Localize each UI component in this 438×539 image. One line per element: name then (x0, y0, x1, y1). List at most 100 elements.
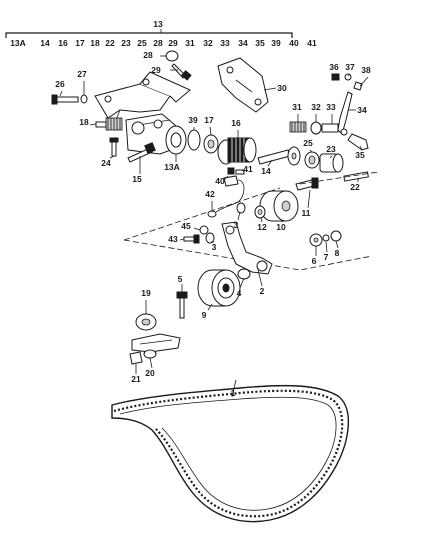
callout-18: 18 (79, 117, 89, 127)
bolt-35 (347, 133, 369, 151)
leader-24 (109, 155, 115, 159)
callout-1: 1 (231, 388, 236, 398)
header-ref-25: 25 (137, 38, 147, 48)
mount-bracket-assembly (51, 71, 191, 163)
callout-15: 15 (132, 174, 142, 184)
bolt-29-cap-28 (165, 50, 192, 81)
header-ref-39: 39 (271, 38, 281, 48)
roller-10 (259, 190, 299, 222)
cover-plate-30 (217, 57, 269, 113)
leader-12 (260, 217, 263, 223)
leader-11 (307, 189, 311, 209)
shaft-14 (257, 146, 301, 166)
callout-37: 37 (345, 62, 355, 72)
callout-4: 4 (237, 288, 242, 298)
callout-9: 9 (202, 310, 207, 320)
header-ref-33: 33 (220, 38, 230, 48)
header-ref-35: 35 (255, 38, 265, 48)
callout-3a: 3 (234, 220, 239, 230)
callout-26: 26 (55, 79, 65, 89)
leader-3a (237, 211, 241, 221)
leader-45 (193, 227, 201, 231)
callout-19: 19 (141, 288, 151, 298)
leader-25 (309, 149, 313, 153)
callout-11: 11 (302, 208, 311, 218)
spring-assembly-16 (217, 137, 257, 165)
header-ref-18: 18 (90, 38, 100, 48)
header-ref-13a: 13A (10, 38, 26, 48)
leader-7 (325, 241, 328, 253)
bolt-5 (176, 291, 188, 319)
leader-35 (359, 145, 363, 151)
callout-43: 43 (168, 234, 178, 244)
tensioner-pulley-group (165, 125, 219, 155)
header-ref-34: 34 (238, 38, 248, 48)
bolt-11 (295, 177, 319, 191)
sensor-assembly (207, 167, 245, 218)
leader-14 (267, 159, 273, 167)
callout-8: 8 (335, 248, 340, 258)
washers-6-7-8 (309, 230, 342, 247)
header-ref-31: 31 (185, 38, 195, 48)
spring-and-pin-group (289, 91, 353, 136)
pin-22 (343, 171, 369, 182)
leader-40 (223, 175, 229, 181)
assembly-number: 13 (153, 19, 163, 29)
leader-26 (59, 90, 63, 97)
callout-14: 14 (261, 166, 271, 176)
header-ref-17: 17 (75, 38, 85, 48)
callout-40: 40 (215, 176, 225, 186)
idler-19-bracket-20 (129, 313, 181, 365)
leader-30 (263, 87, 277, 91)
tensioner-arm-2 (221, 221, 273, 280)
leader-37 (347, 73, 351, 77)
small-fastener-group (331, 73, 363, 91)
callout-28: 28 (143, 50, 153, 60)
callout-21: 21 (131, 374, 141, 384)
callout-33: 33 (326, 102, 336, 112)
header-ref-16: 16 (58, 38, 68, 48)
callout-5: 5 (178, 274, 183, 284)
leader-43 (179, 238, 185, 241)
leader-41 (241, 169, 245, 173)
header-ref-28: 28 (153, 38, 163, 48)
leader-4 (239, 277, 245, 289)
leader-23 (329, 155, 333, 159)
header-ref-41: 41 (307, 38, 317, 48)
callout-42: 42 (205, 189, 215, 199)
leader-2 (257, 269, 263, 287)
leader-9 (207, 303, 213, 311)
leader-38 (359, 76, 369, 87)
callout-13a: 13A (164, 162, 180, 172)
callout-24: 24 (101, 158, 111, 168)
callout-35: 35 (355, 150, 365, 160)
callout-12: 12 (257, 222, 267, 232)
callout-25: 25 (303, 138, 313, 148)
header-ref-22: 22 (105, 38, 115, 48)
callout-7: 7 (324, 252, 329, 262)
washers-3-12 (205, 202, 266, 244)
callout-32: 32 (311, 102, 321, 112)
leader-17 (209, 126, 212, 136)
leader-20 (149, 357, 153, 369)
header-ref-40: 40 (289, 38, 299, 48)
pulley-9 (197, 269, 241, 307)
callout-36: 36 (329, 62, 339, 72)
header-ref-14: 14 (40, 38, 50, 48)
callout-22: 22 (350, 182, 360, 192)
callout-34: 34 (357, 105, 367, 115)
callout-30: 30 (277, 83, 287, 93)
header-ref-23: 23 (121, 38, 131, 48)
leader-8 (335, 240, 339, 249)
callout-23: 23 (326, 144, 336, 154)
callout-38: 38 (361, 65, 371, 75)
callout-17: 17 (204, 115, 214, 125)
callout-3b: 3 (212, 242, 217, 252)
callout-20: 20 (145, 368, 155, 378)
callout-leader-lines (59, 55, 369, 374)
callout-6: 6 (312, 256, 317, 266)
callout-16: 16 (231, 118, 241, 128)
